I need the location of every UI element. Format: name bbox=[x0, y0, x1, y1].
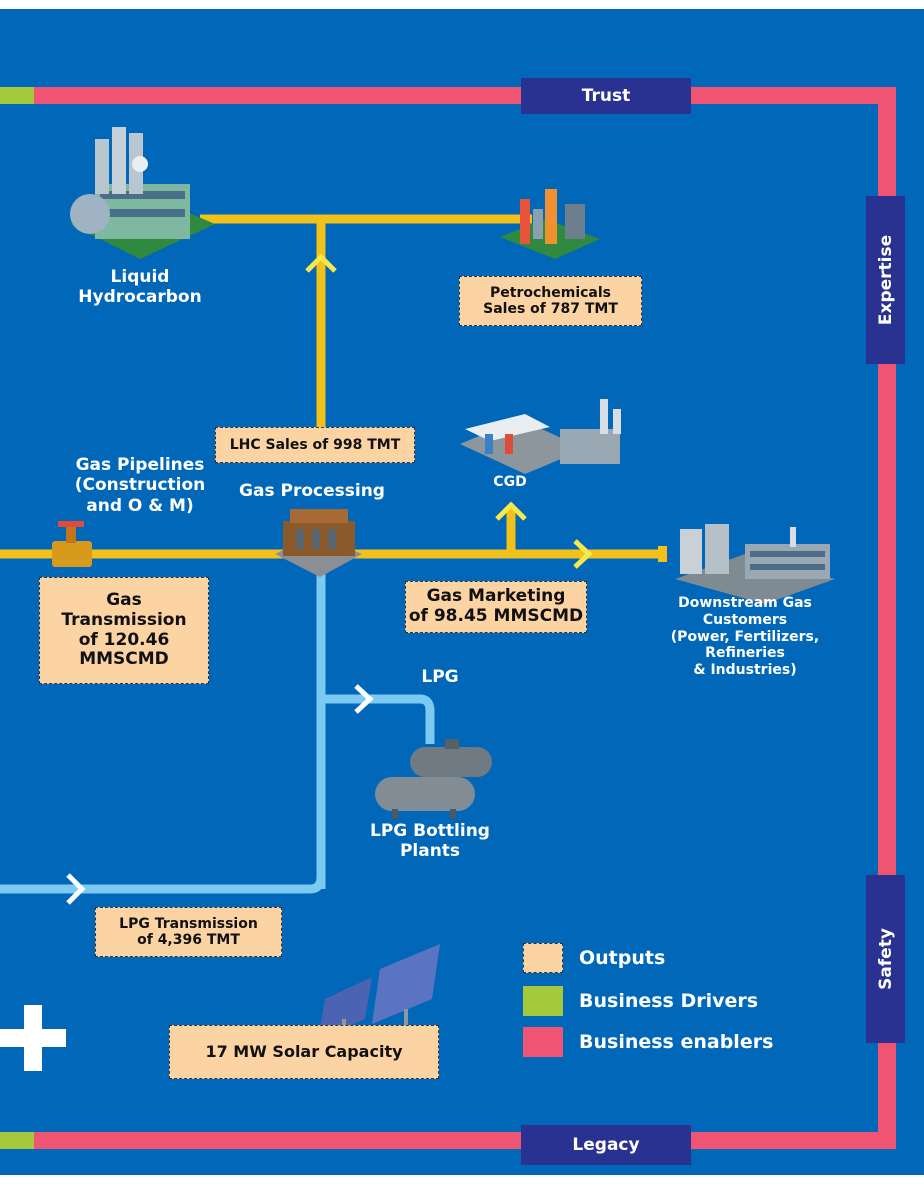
hydrocarbon-plant-icon bbox=[70, 127, 215, 259]
lpg-tanks-icon bbox=[375, 739, 492, 819]
border-top bbox=[34, 87, 896, 104]
legend-business-enablers: Business enablers bbox=[523, 1027, 773, 1057]
lpg-pipes bbox=[0, 554, 435, 894]
safety-label: Safety bbox=[875, 928, 896, 990]
lpg-horizontal-pipe bbox=[0, 876, 326, 894]
lpg-bottling-label: LPG Bottling Plants bbox=[370, 821, 490, 862]
liquid-hydrocarbon-label: Liquid Hydrocarbon bbox=[78, 267, 202, 308]
trust-tag: Trust bbox=[521, 78, 691, 114]
border-bottom bbox=[34, 1132, 896, 1149]
legend-outputs: Outputs bbox=[523, 943, 665, 973]
lhc-sales-output: LHC Sales of 998 TMT bbox=[215, 427, 415, 463]
right-arrow-marketing bbox=[573, 539, 593, 569]
cgd-station-icon bbox=[460, 399, 621, 474]
solar-capacity-output: 17 MW Solar Capacity bbox=[169, 1025, 439, 1079]
legend-enablers-swatch bbox=[523, 1027, 563, 1057]
petrochemicals-output: Petrochemicals Sales of 787 TMT bbox=[459, 276, 642, 326]
legend-drivers-label: Business Drivers bbox=[579, 990, 759, 1012]
value-chain-diagram: Trust Legacy Expertise Safety Liquid Hyd… bbox=[0, 9, 924, 1175]
right-arrow-lpg bbox=[354, 684, 374, 714]
lpg-branch-pipe bbox=[321, 694, 435, 744]
expertise-tag: Expertise bbox=[866, 196, 905, 364]
legend-outputs-swatch bbox=[523, 943, 563, 973]
driver-stub-bottom bbox=[0, 1132, 34, 1149]
safety-tag: Safety bbox=[866, 875, 905, 1043]
gas-transmission-output: Gas Transmission of 120.46 MMSCMD bbox=[39, 577, 209, 684]
gas-processing-icon bbox=[275, 509, 362, 577]
up-arrow-cgd bbox=[495, 501, 527, 521]
gas-marketing-output: Gas Marketing of 98.45 MMSCMD bbox=[405, 581, 587, 633]
legend-business-drivers: Business Drivers bbox=[523, 986, 758, 1016]
petrochemical-plant-icon bbox=[500, 189, 600, 259]
legacy-tag: Legacy bbox=[521, 1125, 691, 1165]
right-arrow-lpg-transmission bbox=[66, 873, 86, 905]
plus-icon bbox=[0, 1005, 66, 1071]
lpg-label: LPG bbox=[421, 667, 459, 687]
cgd-label: CGD bbox=[493, 474, 527, 490]
lpg-transmission-output: LPG Transmission of 4,396 TMT bbox=[95, 907, 282, 957]
downstream-label: Downstream Gas Customers (Power, Fertili… bbox=[670, 595, 820, 679]
legend-enablers-label: Business enablers bbox=[579, 1031, 774, 1053]
downstream-customers-icon bbox=[675, 524, 835, 604]
legend-outputs-label: Outputs bbox=[579, 947, 666, 969]
valve-icon bbox=[52, 521, 92, 567]
expertise-label: Expertise bbox=[875, 234, 896, 326]
driver-stub-top bbox=[0, 87, 34, 104]
pipe-end-cap bbox=[658, 546, 667, 562]
up-arrow-lhc bbox=[305, 253, 337, 273]
gas-processing-label: Gas Processing bbox=[239, 481, 385, 501]
legend-drivers-swatch bbox=[523, 986, 563, 1016]
gas-pipelines-label: Gas Pipelines (Construction and O & M) bbox=[74, 455, 206, 516]
